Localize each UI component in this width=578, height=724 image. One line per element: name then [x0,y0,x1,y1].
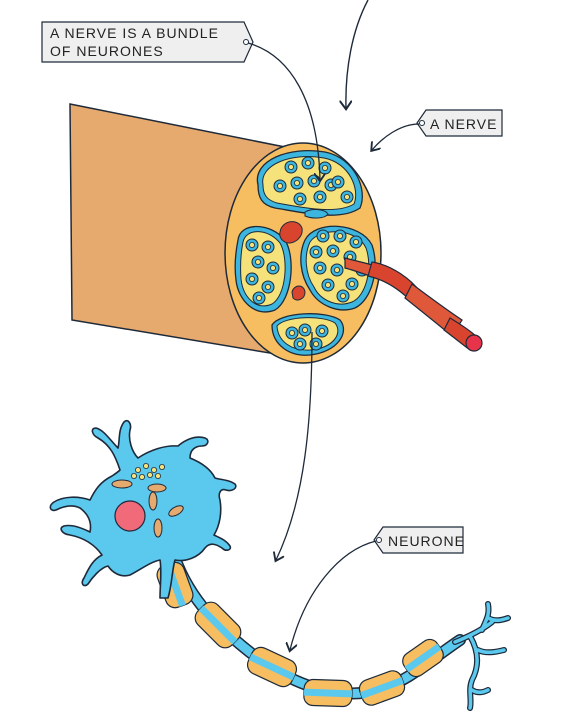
axon-core [321,164,328,171]
axon-core [316,264,323,271]
blood-vessel-section [291,285,306,301]
nucleus [114,500,146,532]
axon-segment [198,605,238,645]
pointer-arrow-bundle [247,42,320,180]
arrow-from-above [346,0,369,108]
pointer-arrow-nerve [372,123,420,150]
label-pin-icon [243,39,249,45]
axon-segment [360,677,404,699]
axon-core [264,243,271,250]
vesicle [150,466,157,473]
axon-core [343,193,350,200]
label-a-nerve: A NERVE [416,109,503,137]
nerve-cross-section [224,142,382,364]
axon-core [304,159,311,166]
label-tag-shape [41,21,254,63]
vesicle [138,473,145,480]
axon-segment [303,688,353,698]
pulled-out-fibre [344,257,483,352]
blood-vessel-section [279,221,303,244]
axon-terminal-inner [453,602,510,710]
axon-segment [248,653,296,681]
neurone [49,419,511,711]
axon-core [312,340,319,347]
label-pin-icon [376,537,382,543]
axon-core [336,232,343,239]
vesicles [130,462,165,480]
axon-core [248,241,255,248]
schwann-cells [156,561,444,708]
axon-segment [404,643,442,673]
axon-core [310,177,317,184]
axon-core [316,193,323,200]
axon-core [288,329,295,336]
pointer-arrow-neurone [290,540,377,650]
axon-core [319,232,326,239]
axon-core [301,326,308,333]
label-text-line2: OF NEURONES [50,43,164,59]
label-text-line1: A NERVE IS A BUNDLE [50,25,219,41]
axon-core [269,264,276,271]
label-nerve-bundle: A NERVE IS A BUNDLE OF NEURONES [41,21,254,63]
axon-core [248,275,255,282]
vesicle [158,463,165,470]
axon-core [312,248,319,255]
label-text: A NERVE [430,116,497,132]
axon-core [329,247,336,254]
axon-core [293,179,300,186]
label-pin-icon [419,120,425,126]
label-neurone: NEURONE [373,526,465,554]
axon-core [334,178,341,185]
vesicle [130,472,137,479]
axon-core [287,163,294,170]
axon-core [296,195,303,202]
axon-core [339,292,346,299]
axon-core [324,281,331,288]
axon-core [276,182,283,189]
label-text: NEURONE [388,533,465,549]
axon-core [254,258,261,265]
label-tag-shape [416,109,503,137]
arrow-to-neurone [276,331,313,560]
vesicle [134,466,141,473]
vesicle [146,471,153,478]
axon-core [348,280,355,287]
axon-core [333,266,340,273]
axon-core [296,340,303,347]
axon-core [318,327,325,334]
axon-core [255,294,262,301]
vessel-blue-section [304,209,329,219]
axon-core [264,283,271,290]
vesicle [154,472,161,479]
label-tag-shape [373,526,464,554]
vesicle [142,462,149,469]
mitochondria [111,479,184,538]
axon-core [352,238,359,245]
